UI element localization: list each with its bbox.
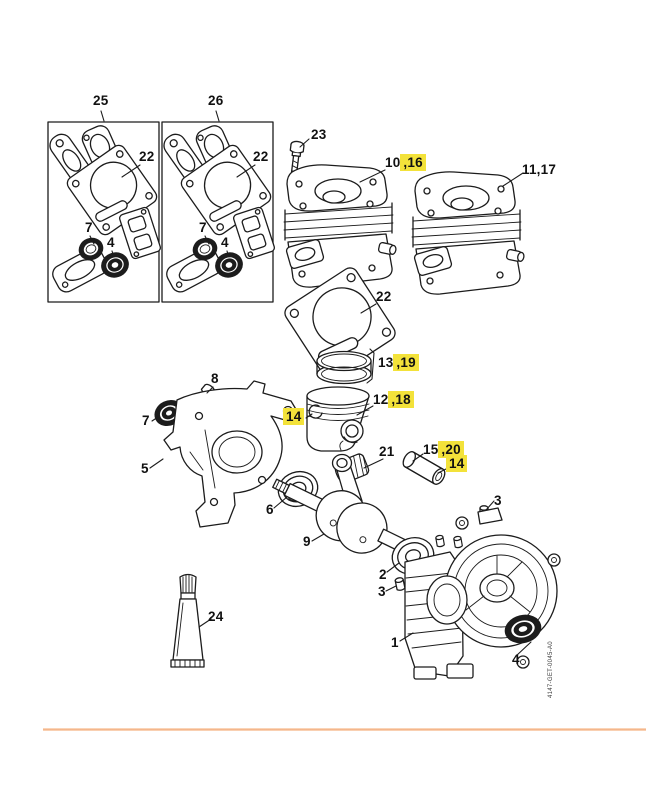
callout-26[interactable]: 26 <box>208 93 224 108</box>
drawing-number: 4147-GET-0045-A0 <box>548 641 554 698</box>
callout-2[interactable]: 2 <box>379 567 387 582</box>
callout-15-20[interactable]: 15,20 <box>423 441 464 458</box>
callout-22-box1[interactable]: 22 <box>139 149 155 164</box>
callout-4-box2[interactable]: 4 <box>221 235 229 250</box>
callout-13-19[interactable]: 13,19 <box>378 354 419 371</box>
callout-8[interactable]: 8 <box>211 371 219 386</box>
piston-rings-illustration <box>316 350 372 385</box>
cylinder-11-17-illustration <box>411 171 526 295</box>
dowel-pin-illustration <box>452 535 464 549</box>
callout-22-box2[interactable]: 22 <box>253 149 269 164</box>
circlip-14-left-illustration <box>308 404 323 419</box>
callout-22-middle[interactable]: 22 <box>376 289 392 304</box>
callout-25[interactable]: 25 <box>93 93 109 108</box>
oil-seal-7-illustration <box>154 399 184 427</box>
callout-14-pin[interactable]: 14 <box>446 455 468 472</box>
callout-24[interactable]: 24 <box>208 609 224 624</box>
piston-illustration <box>306 386 370 452</box>
sealant-tube-illustration <box>170 573 205 668</box>
callout-12-18[interactable]: 12,18 <box>373 391 414 408</box>
crankcase-half-5-illustration <box>163 380 298 528</box>
callout-5[interactable]: 5 <box>141 461 149 476</box>
callout-10-16[interactable]: 10,16 <box>385 154 426 171</box>
leader-lines <box>89 138 532 657</box>
crankcase-1-illustration <box>404 507 561 680</box>
callout-7-box2[interactable]: 7 <box>199 220 207 235</box>
callout-1[interactable]: 1 <box>391 635 399 650</box>
callout-21[interactable]: 21 <box>379 444 395 459</box>
callout-14-piston[interactable]: 14 <box>283 408 305 425</box>
callout-7-seal[interactable]: 7 <box>142 413 150 428</box>
divider-line <box>43 728 646 731</box>
callout-9[interactable]: 9 <box>303 534 311 549</box>
callout-7-box1[interactable]: 7 <box>85 220 93 235</box>
callout-3-left[interactable]: 3 <box>378 584 386 599</box>
dowel-pin-illustration <box>434 534 446 548</box>
callout-4-seal[interactable]: 4 <box>512 652 520 667</box>
cylinder-gasket-22-illustration <box>284 267 396 379</box>
callout-23[interactable]: 23 <box>311 127 327 142</box>
dowel-pin-3-left-illustration <box>394 576 406 592</box>
callout-6[interactable]: 6 <box>266 502 274 517</box>
callout-4-box1[interactable]: 4 <box>107 235 115 250</box>
cylinder-10-16-illustration <box>283 164 398 288</box>
callout-3-top[interactable]: 3 <box>494 493 502 508</box>
callout-11-17[interactable]: 11,17 <box>522 162 557 177</box>
oil-seal-4-illustration <box>504 614 542 644</box>
